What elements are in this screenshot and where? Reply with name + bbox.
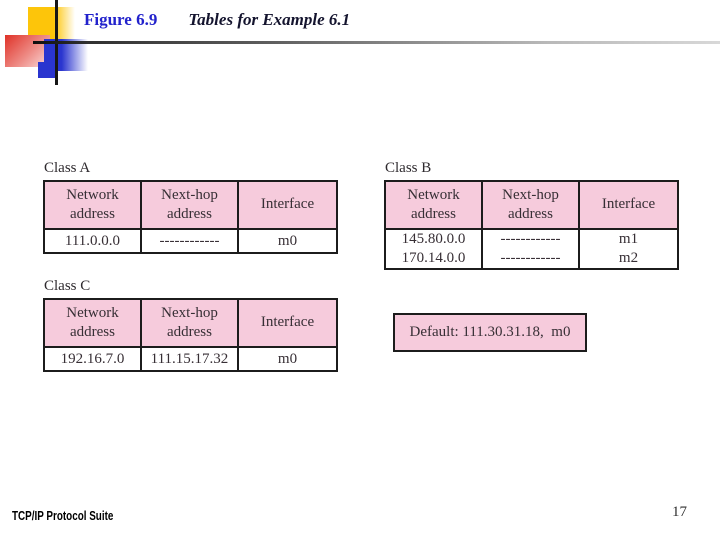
- logo-blue-square: [44, 39, 88, 71]
- header-line: Interface: [601, 196, 656, 213]
- header-line: address: [70, 324, 115, 340]
- header-line: address: [70, 206, 115, 222]
- page-number: 17: [672, 504, 687, 520]
- class-c-table: Class C Network address Next-hop address…: [43, 279, 338, 372]
- table-label: Class C: [44, 278, 91, 294]
- header-line: Network: [66, 186, 119, 203]
- table-cell: m0: [277, 232, 298, 249]
- table-cell: m0: [277, 350, 298, 367]
- slide-title: Figure 6.9 Tables for Example 6.1: [84, 10, 350, 30]
- column-header: Network address: [45, 182, 142, 230]
- table-cell: 111.15.17.32: [142, 348, 239, 370]
- table-cell: 192.16.7.0: [45, 348, 142, 370]
- header-line: address: [411, 206, 456, 222]
- header-line: Next-hop: [161, 304, 218, 321]
- header-line: Interface: [260, 196, 315, 213]
- header-line: Network: [66, 304, 119, 321]
- header-line: address: [167, 206, 212, 222]
- table-label: Class A: [44, 160, 91, 176]
- column-header: Interface: [239, 182, 336, 230]
- column-header: Next-hop address: [142, 300, 239, 348]
- default-route-box: Default: 111.30.31.18, m0: [393, 313, 587, 352]
- cell-line: ------------: [500, 231, 561, 247]
- cell-line: m2: [618, 250, 639, 266]
- header-line: address: [167, 324, 212, 340]
- table-label: Class B: [385, 160, 432, 176]
- table-cell: m1 m2: [580, 230, 677, 268]
- cell-line: 145.80.0.0: [401, 231, 466, 247]
- class-b-table: Class B Network address Next-hop address…: [384, 161, 679, 270]
- column-header: Next-hop address: [142, 182, 239, 230]
- routing-table: Network address Next-hop address Interfa…: [43, 298, 338, 372]
- header-line: Next-hop: [161, 186, 218, 203]
- table-cell: ------------: [142, 230, 239, 252]
- header-line: Interface: [260, 314, 315, 331]
- cell-line: ------------: [500, 250, 561, 266]
- routing-table: Network address Next-hop address Interfa…: [43, 180, 338, 254]
- table-cell: 111.0.0.0: [45, 230, 142, 252]
- routing-table: Network address Next-hop address Interfa…: [384, 180, 679, 270]
- table-cell: 145.80.0.0 170.14.0.0: [386, 230, 483, 268]
- header-divider-line: [33, 41, 720, 44]
- figure-label: Figure 6.9: [84, 10, 158, 29]
- column-header: Interface: [580, 182, 677, 230]
- header-line: Next-hop: [502, 186, 559, 203]
- cell-line: 170.14.0.0: [401, 250, 466, 266]
- column-header: Interface: [239, 300, 336, 348]
- cell-line: m1: [618, 231, 639, 247]
- class-a-table: Class A Network address Next-hop address…: [43, 161, 338, 254]
- table-cell: ------------ ------------: [483, 230, 580, 268]
- header-line: address: [508, 206, 553, 222]
- logo-red-square: [5, 35, 50, 67]
- figure-title: Tables for Example 6.1: [188, 10, 351, 29]
- footer-title: TCP/IP Protocol Suite: [12, 508, 114, 523]
- header-line: Network: [407, 186, 460, 203]
- column-header: Network address: [386, 182, 483, 230]
- column-header: Next-hop address: [483, 182, 580, 230]
- column-header: Network address: [45, 300, 142, 348]
